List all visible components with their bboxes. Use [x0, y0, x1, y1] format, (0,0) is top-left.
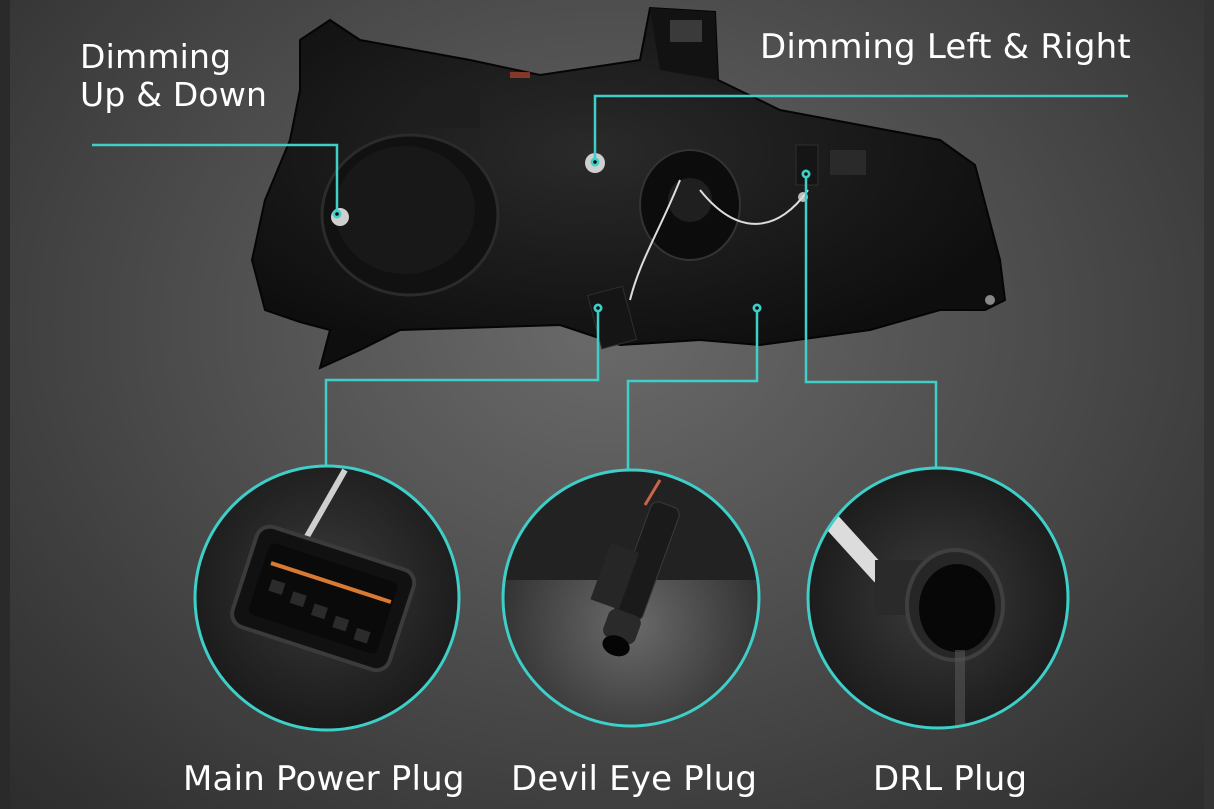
dimming-left-right-label: Dimming Left & Right: [760, 27, 1131, 67]
drl-plug-closeup: [806, 466, 1070, 730]
headlight-housing: [250, 6, 1007, 370]
callout-lines: [92, 94, 1128, 470]
main-power-plug-closeup: [193, 464, 461, 732]
main-power-plug-label: Main Power Plug: [183, 759, 465, 799]
dimming-up-down-line2: Up & Down: [80, 74, 268, 114]
dimming-up-down-line1: Dimming: [80, 37, 232, 76]
devil-eye-plug-label: Devil Eye Plug: [511, 759, 758, 799]
dimming-up-down-label: Dimming Up & Down: [80, 38, 267, 114]
right-border: [1204, 0, 1214, 809]
left-border: [0, 0, 10, 809]
devil-eye-plug-closeup: [501, 468, 761, 728]
drl-plug-label: DRL Plug: [873, 759, 1028, 799]
